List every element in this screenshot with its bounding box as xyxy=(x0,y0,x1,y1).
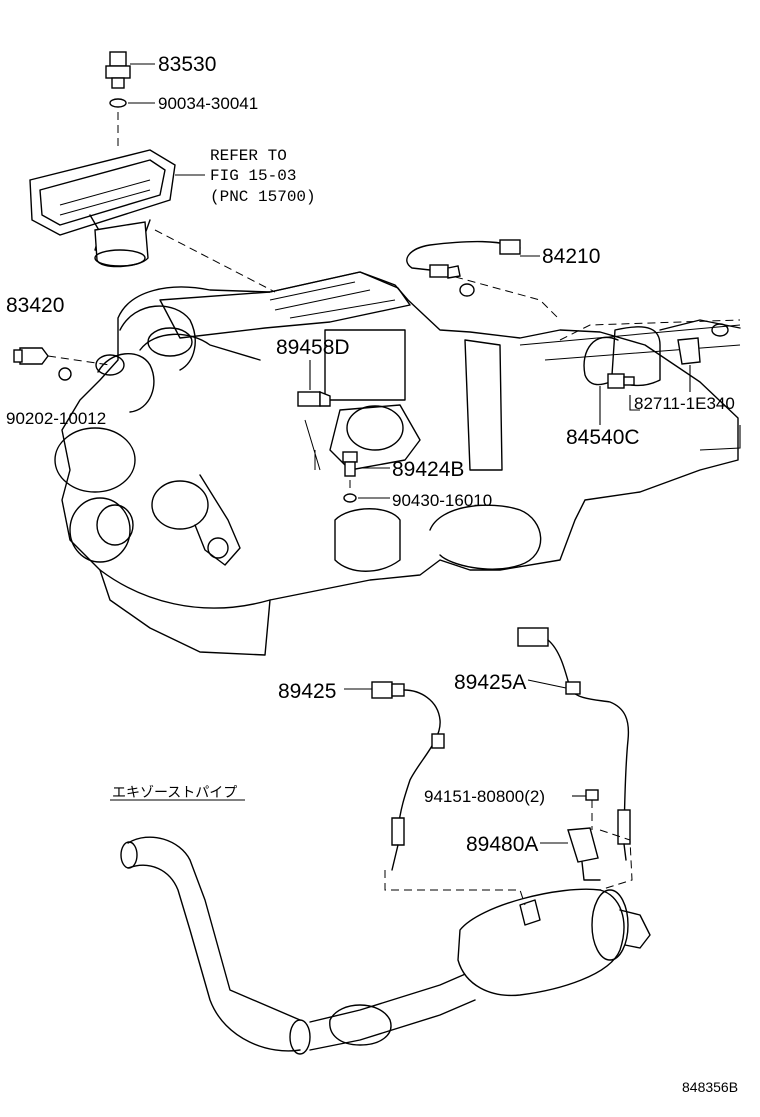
bracket-89480a xyxy=(540,827,633,891)
label-89458d: 89458D xyxy=(276,336,350,359)
pressure-switch-83530 xyxy=(105,51,155,150)
label-84540c: 84540C xyxy=(566,426,640,449)
o2-sensor-89425 xyxy=(344,681,445,871)
label-90430: 90430-16010 xyxy=(392,491,492,510)
label-89424b: 89424B xyxy=(392,458,464,481)
refer-note-line1: REFER TO xyxy=(210,147,287,165)
label-90034: 90034-30041 xyxy=(158,94,258,113)
sensor-84540c xyxy=(583,319,741,451)
sensor-89458d xyxy=(297,360,331,407)
label-84210: 84210 xyxy=(542,245,600,268)
o2-sensor-89425a xyxy=(517,627,631,861)
sensor-83420 xyxy=(13,347,111,381)
label-82711: 82711-1E340 xyxy=(634,394,735,413)
oil-cooler-assembly xyxy=(29,149,176,268)
label-89425a: 89425A xyxy=(454,671,526,694)
label-90202: 90202-10012 xyxy=(6,409,106,428)
label-83530: 83530 xyxy=(158,53,216,76)
sensor-84210 xyxy=(406,239,540,297)
figure-id: 848356B xyxy=(682,1079,738,1095)
sensor-89424b xyxy=(342,451,390,503)
label-89480a: 89480A xyxy=(466,833,538,856)
engine-block xyxy=(54,229,741,656)
label-94151: 94151-80800(2) xyxy=(424,787,545,806)
label-89425: 89425 xyxy=(278,680,336,703)
label-83420: 83420 xyxy=(6,294,64,317)
refer-note-line3: (PNC 15700) xyxy=(210,188,316,206)
exhaust-pipe-label: エキゾーストパイプ xyxy=(112,784,237,800)
bolt-94151 xyxy=(572,789,599,830)
refer-note-line2: FIG 15-03 xyxy=(210,167,296,185)
exhaust-pipe xyxy=(110,799,651,1055)
